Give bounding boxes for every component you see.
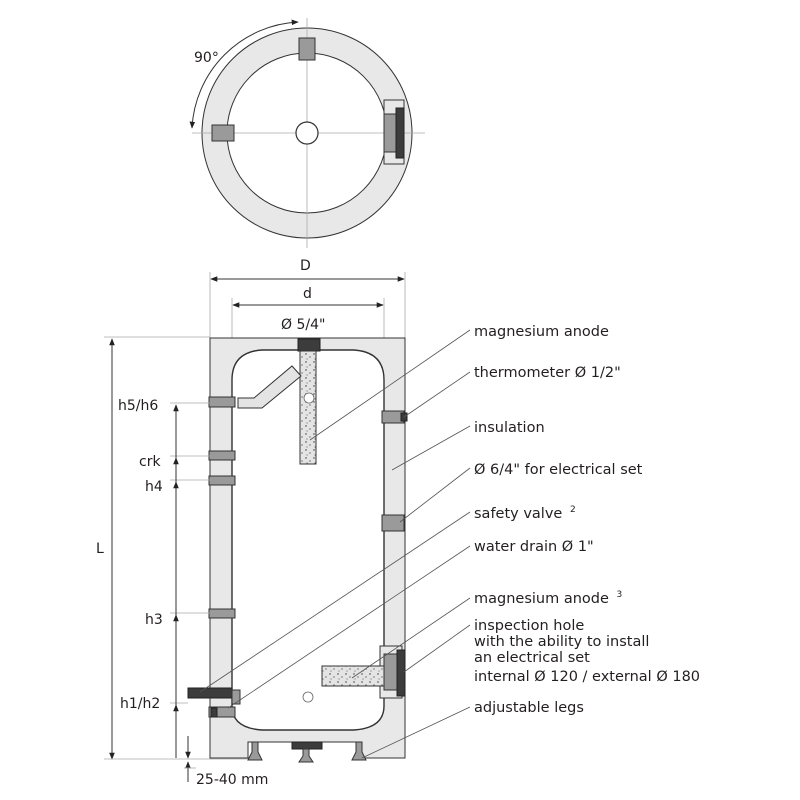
safety-valve-elbow (231, 689, 241, 705)
leg-middle (298, 748, 314, 763)
callout-insulation: insulation (474, 420, 545, 436)
bottom-outlet (291, 741, 323, 750)
callout-inspection-hole: inspection hole (474, 618, 584, 634)
leader-electrical-set (399, 467, 471, 523)
h4-label: h4 (145, 479, 163, 495)
safety-valve-connection (187, 687, 233, 699)
inspection-hole-flange (383, 653, 399, 691)
leader-magnesium-anode-lower (351, 597, 471, 679)
leg-right (351, 741, 367, 761)
h1-h2-label: h1/h2 (120, 696, 160, 712)
callout-thermometer: thermometer Ø 1/2" (474, 365, 621, 381)
top-view-top-connection (298, 37, 316, 61)
connection-h4 (208, 475, 236, 486)
water-drain-connection (208, 706, 236, 718)
top-view-flange (383, 113, 397, 153)
leg-left (247, 741, 263, 761)
rotation-arc (189, 19, 299, 129)
thermometer-sensor-bottom (302, 691, 314, 703)
callout-safety-valve-superscript: 2 (570, 505, 576, 515)
length-label: L (96, 541, 104, 557)
inspection-hole-plate (396, 649, 406, 697)
rotation-angle-label: 90° (194, 50, 219, 66)
upper-inlet-pipe (237, 365, 302, 409)
leg-range-label: 25-40 mm (196, 772, 268, 788)
crk-label: crk (139, 454, 161, 470)
leader-inspection-hole (403, 624, 471, 673)
electrical-set-connection (381, 514, 405, 532)
thermometer-sensor-top (303, 392, 315, 404)
height-dimensions: L h5/h6 crk h4 h3 h1/h2 25-40 mm (96, 336, 268, 788)
callout-inspection-hole-line4: internal Ø 120 / external Ø 180 (474, 669, 700, 685)
h5-h6-label: h5/h6 (118, 398, 158, 414)
callout-magnesium-anode-lower-superscript: 3 (617, 590, 623, 600)
callout-safety-valve: safety valve (474, 506, 562, 522)
leader-insulation (391, 425, 471, 471)
leader-water-drain (227, 545, 471, 709)
side-view (187, 337, 408, 763)
magnesium-anode-lower-texture (322, 666, 384, 686)
connection-h3 (208, 608, 236, 619)
h3-label: h3 (145, 612, 163, 628)
callout-inspection-hole-line3: an electrical set (474, 650, 590, 666)
top-view: 90° (189, 18, 425, 248)
top-view-flange-plate (395, 107, 405, 159)
diameter-dimensions: D d Ø 5/4" (209, 258, 406, 365)
top-view-left-connection (211, 124, 235, 142)
callout-magnesium-anode-lower-group: magnesium anode 3 (474, 590, 622, 607)
inner-diameter-label: d (303, 286, 312, 302)
leader-thermometer (403, 371, 471, 418)
top-view-center-connection (295, 121, 319, 145)
leader-lines (199, 329, 471, 759)
top-connection (297, 338, 321, 352)
adjustable-legs (247, 741, 367, 763)
tank-body (231, 349, 385, 731)
outer-diameter-label: D (300, 258, 311, 274)
connection-crk (208, 450, 236, 461)
callout-water-drain: water drain Ø 1" (474, 539, 594, 555)
callout-labels: magnesium anode thermometer Ø 1/2" insul… (474, 324, 700, 716)
water-drain-cap (210, 707, 218, 718)
top-connection-label: Ø 5/4" (281, 317, 325, 333)
leader-adjustable-legs (361, 706, 471, 759)
callout-safety-valve-group: safety valve 2 (474, 505, 576, 522)
callout-inspection-hole-line2: with the ability to install (474, 634, 649, 650)
callout-magnesium-anode-lower: magnesium anode (474, 591, 609, 607)
callout-adjustable-legs: adjustable legs (474, 700, 584, 716)
leader-magnesium-anode (309, 329, 471, 441)
callout-electrical-set: Ø 6/4" for electrical set (474, 462, 643, 478)
callout-magnesium-anode: magnesium anode (474, 324, 609, 340)
connection-h5-h6 (208, 396, 236, 408)
leader-safety-valve (199, 511, 471, 693)
magnesium-anode-top-texture (300, 351, 316, 464)
